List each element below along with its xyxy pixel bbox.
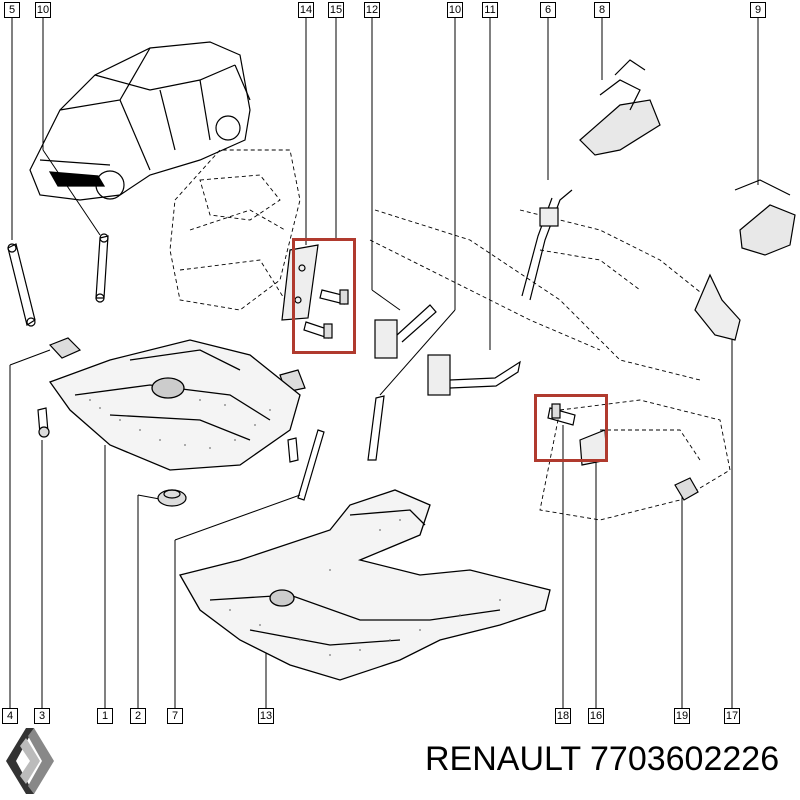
brand-name: RENAULT <box>425 740 581 778</box>
rod-part-11 <box>427 354 521 396</box>
engine-bay-outline <box>169 149 731 521</box>
rod-part-7 <box>297 395 385 501</box>
leader-lines <box>9 18 759 708</box>
callout-bottom-2: 2 <box>130 708 146 724</box>
callout-top-8: 8 <box>594 2 610 18</box>
grommet-part-2 <box>157 489 187 507</box>
callout-top-14: 14 <box>298 2 314 18</box>
callout-bottom-16: 16 <box>588 708 604 724</box>
undertray-part-13 <box>179 489 551 681</box>
callout-bottom-4: 4 <box>2 708 18 724</box>
callout-top-5: 5 <box>4 2 20 18</box>
callout-top-11: 11 <box>482 2 498 18</box>
cable-part-6 <box>521 189 573 301</box>
mount-part-8 <box>579 59 661 156</box>
callout-top-15: 15 <box>328 2 344 18</box>
renault-diamond-icon <box>6 728 54 794</box>
clip-part-4 <box>48 337 82 359</box>
callout-top-12: 12 <box>364 2 380 18</box>
callout-top-9: 9 <box>750 2 766 18</box>
renault-diamond-logo <box>6 728 54 794</box>
clip-part-19 <box>674 477 699 501</box>
callout-bottom-3: 3 <box>34 708 50 724</box>
part-caption: RENAULT 7703602226 <box>425 740 779 779</box>
bracket-part-12 <box>374 304 437 359</box>
car-thumbnail <box>29 41 251 201</box>
bracket-part-14 <box>281 244 319 321</box>
stay-rod-center <box>95 233 109 303</box>
part-number: 7703602226 <box>590 740 780 778</box>
callout-bottom-1: 1 <box>97 708 113 724</box>
screw-part-3 <box>37 407 50 438</box>
callout-top-6: 6 <box>540 2 556 18</box>
callout-top-10: 10 <box>447 2 463 18</box>
stay-rod-left <box>7 243 36 327</box>
mount-part-9 <box>734 179 796 256</box>
callout-bottom-18: 18 <box>555 708 571 724</box>
highlight-box-bolt-bracket <box>534 394 608 462</box>
callout-bottom-13: 13 <box>258 708 274 724</box>
undertray-part-1 <box>48 339 301 471</box>
callout-bottom-19: 19 <box>674 708 690 724</box>
highlight-box-bracket-bolts <box>292 238 356 354</box>
callout-top-10: 10 <box>35 2 51 18</box>
bracket-part-17 <box>694 273 741 341</box>
bolt-part-15 <box>303 289 349 339</box>
callout-bottom-17: 17 <box>724 708 740 724</box>
callout-bottom-7: 7 <box>167 708 183 724</box>
